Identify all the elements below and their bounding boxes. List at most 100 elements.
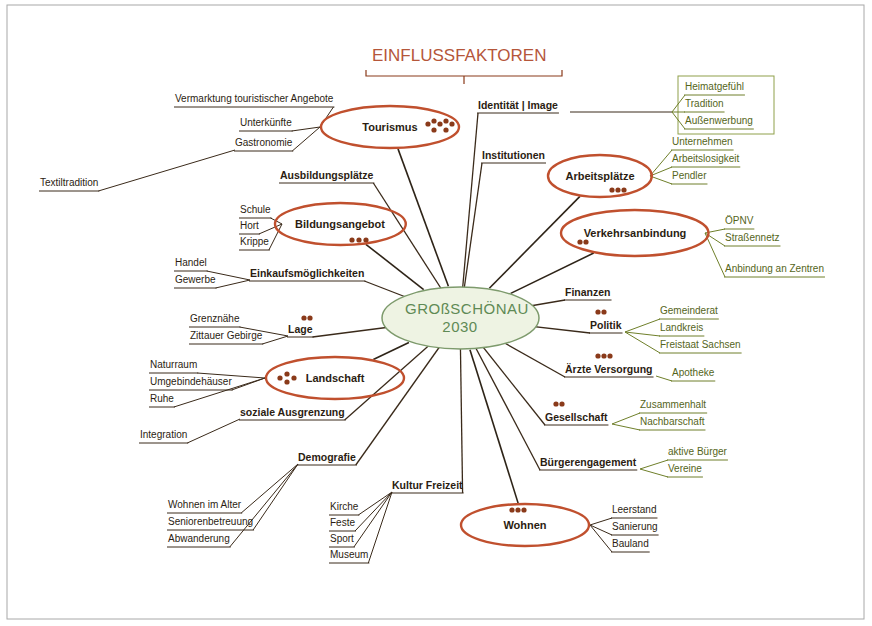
node-text: Bildungsangebot xyxy=(295,218,385,231)
underline xyxy=(684,95,745,96)
branch-line xyxy=(368,492,392,563)
branch-line xyxy=(672,112,685,129)
frame xyxy=(7,5,864,619)
leaf-label: Landkreis xyxy=(660,321,703,335)
node-text: Verkehrsanbindung xyxy=(584,227,687,240)
node-text: Arbeitsplätze xyxy=(565,170,634,183)
branch-label: Gesellschaft xyxy=(545,410,607,424)
branch-line xyxy=(640,460,668,469)
underline xyxy=(174,288,217,289)
branch-line xyxy=(262,336,288,344)
leaf-label: Arbeitslosigkeit xyxy=(672,152,739,166)
leaf-label: Krippe xyxy=(240,235,269,249)
leaf-label: Bauland xyxy=(612,537,649,551)
leaf-label: Naturraum xyxy=(150,358,197,372)
underline xyxy=(477,113,559,114)
underline xyxy=(329,515,359,516)
ellipse-shape xyxy=(561,210,709,256)
underline xyxy=(149,373,198,374)
branch-line xyxy=(640,469,668,477)
underline xyxy=(671,167,740,168)
underline xyxy=(667,477,703,478)
branch-line xyxy=(570,112,672,113)
highlight-ellipse: Landschaft xyxy=(265,356,405,400)
leaf-label: Anbindung an Zentren xyxy=(725,262,824,276)
underline xyxy=(149,390,233,391)
underline xyxy=(611,518,657,519)
underline xyxy=(149,407,175,408)
ellipse-shape xyxy=(321,106,459,148)
underline xyxy=(611,535,659,536)
branch-line xyxy=(612,413,640,424)
underline xyxy=(39,191,99,192)
underline xyxy=(239,218,272,219)
underline xyxy=(564,377,654,378)
leaf-label: Nachbarschaft xyxy=(640,415,704,429)
branch-line xyxy=(358,492,392,515)
branch-connector xyxy=(398,149,448,286)
leaf-label: Textiltradition xyxy=(40,176,98,190)
leaf-label: Gewerbe xyxy=(175,273,216,287)
underline xyxy=(589,333,623,334)
branch-label: Bürgerengagement xyxy=(540,455,636,469)
leaf-label: Sanierung xyxy=(612,520,658,534)
branch-line xyxy=(672,95,685,112)
branch-label: Kultur Freizeit xyxy=(392,478,463,492)
underline xyxy=(391,493,464,494)
leaf-label: Museum xyxy=(330,548,368,562)
underline xyxy=(167,547,231,548)
underline xyxy=(167,513,242,514)
branch-line xyxy=(672,112,685,113)
underline xyxy=(539,470,637,471)
leaf-label: Seniorenbetreuung xyxy=(168,515,253,529)
leaf-label: Freistaat Sachsen xyxy=(660,338,741,352)
leaf-label: Außenwerbung xyxy=(685,114,753,128)
node-text: Wohnen xyxy=(503,519,546,532)
underline xyxy=(139,443,188,444)
leaf-label: Kirche xyxy=(330,500,358,514)
underline xyxy=(329,531,356,532)
underline xyxy=(639,430,705,431)
highlight-ellipse: Arbeitsplätze xyxy=(547,154,653,198)
leaf-label: Sport xyxy=(330,532,354,546)
ellipse-shape xyxy=(461,504,589,546)
branch-connector xyxy=(470,350,518,503)
leaf-label: Handel xyxy=(175,256,207,270)
branch-line xyxy=(253,464,298,530)
branch-line xyxy=(656,376,672,381)
underline xyxy=(639,413,707,414)
leaf-label: Unternehmen xyxy=(672,135,733,149)
underline xyxy=(659,319,719,320)
branch-line xyxy=(590,525,612,535)
highlight-ellipse: Tourismus xyxy=(320,105,460,149)
branch-connector xyxy=(366,244,424,289)
underline xyxy=(544,425,608,426)
branch-label: soziale Ausgrenzung xyxy=(240,405,345,419)
branch-line xyxy=(590,518,612,525)
leaf-label: Vereine xyxy=(668,462,702,476)
underline xyxy=(329,547,355,548)
branch-line xyxy=(650,150,672,176)
underline xyxy=(659,336,704,337)
underline xyxy=(279,183,374,184)
leaf-label: Gastronomie xyxy=(235,136,292,150)
branch-label: Ärzte Versorgung xyxy=(565,362,653,376)
branch-line xyxy=(354,492,392,547)
branch-label: Finanzen xyxy=(565,285,611,299)
leaf-label: Umgebindehäuser xyxy=(150,375,232,389)
branch-line xyxy=(590,525,612,552)
ellipse-shape xyxy=(548,155,652,197)
branch-line xyxy=(650,176,672,184)
central-topic: GROßSCHÖNAU 2030 xyxy=(381,286,540,350)
branch-label: Lage xyxy=(288,322,313,336)
branch-line xyxy=(625,332,660,353)
leaf-label: Tradition xyxy=(685,97,724,111)
branch-line xyxy=(705,233,725,277)
leaf-label: Heimatgefühl xyxy=(685,80,744,94)
underline xyxy=(174,107,334,108)
branch-line xyxy=(292,127,320,151)
underline xyxy=(684,129,754,130)
underline xyxy=(189,327,240,328)
underline xyxy=(167,530,254,531)
